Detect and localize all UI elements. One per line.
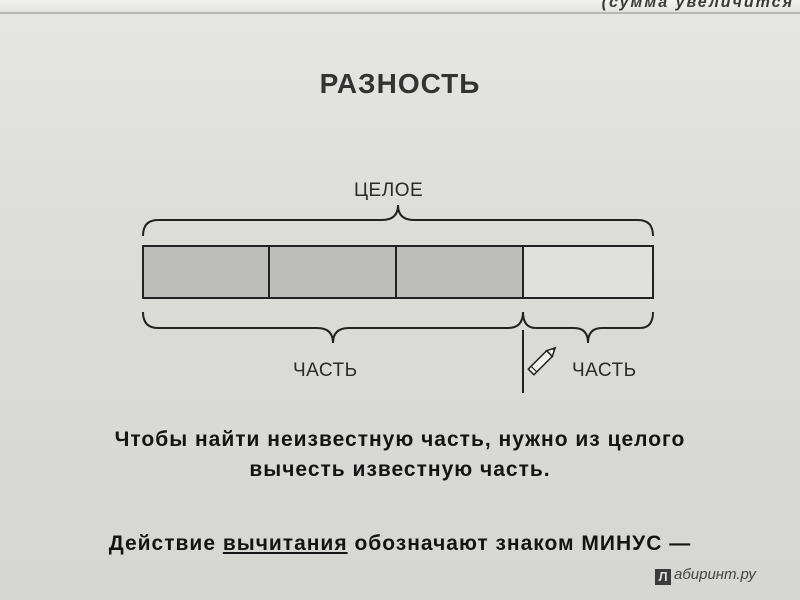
bar-segment-3 — [395, 245, 524, 299]
bar-segment-1 — [142, 245, 270, 299]
bar-segment-2 — [268, 245, 397, 299]
bar-segments — [142, 245, 654, 299]
rule-line-3: Действие вычитания обозначают знаком МИН… — [0, 532, 800, 556]
rule-line-3-suffix: обозначают знаком МИНУС — — [347, 532, 692, 555]
watermark-text: абиринт.ру — [674, 566, 756, 583]
part-label-right: ЧАСТЬ — [572, 360, 637, 381]
labirint-logo-icon: Л — [655, 569, 671, 585]
subtraction-term: вычитания — [222, 532, 348, 555]
page-title: РАЗНОСТЬ — [319, 68, 481, 99]
rule-line-2: вычесть известную часть. — [249, 458, 551, 481]
page-top-edge — [0, 0, 800, 14]
rule-line-1: Чтобы найти неизвестную часть, нужно из … — [114, 428, 686, 451]
pencil-icon — [527, 346, 557, 376]
bar-segment-4 — [522, 245, 654, 299]
part-brace-left — [142, 311, 524, 344]
whole-brace — [142, 204, 654, 237]
whole-label: ЦЕЛОЕ — [354, 180, 424, 201]
rule-line-3-prefix: Действие — [108, 532, 223, 555]
part-label-left: ЧАСТЬ — [293, 360, 358, 381]
part-brace-right — [522, 311, 654, 344]
top-cut-text: (сумма увеличится — [601, 0, 794, 11]
